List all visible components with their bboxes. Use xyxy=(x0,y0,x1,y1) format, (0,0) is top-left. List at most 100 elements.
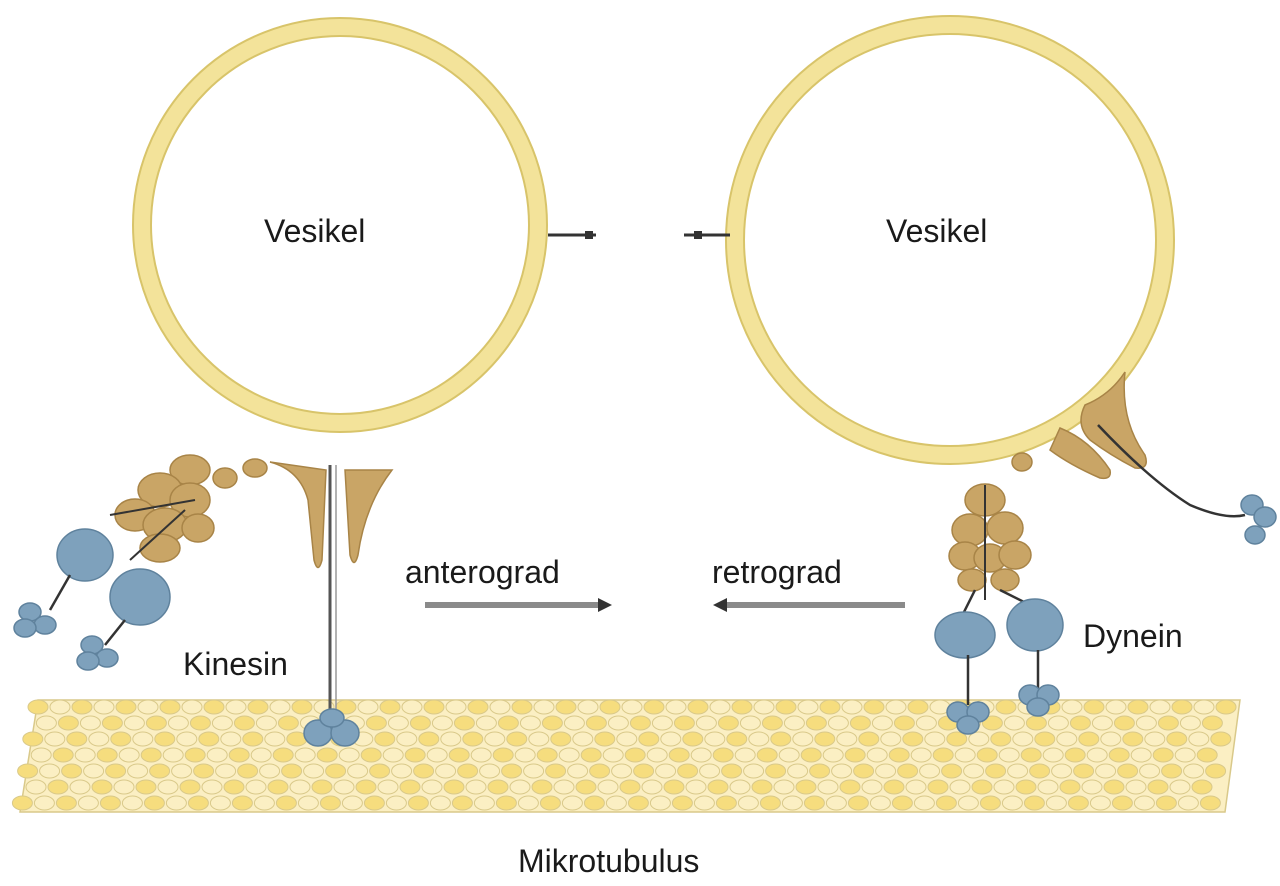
tubulin-subunit xyxy=(325,763,347,779)
tubulin-subunit xyxy=(563,715,585,731)
tubulin-subunit xyxy=(597,779,619,795)
tubulin-subunit xyxy=(1100,731,1122,747)
tubulin-subunit xyxy=(47,779,69,795)
tubulin-subunit xyxy=(594,731,616,747)
tubulin-subunit xyxy=(957,795,979,811)
tubulin-subunit xyxy=(1078,731,1100,747)
tubulin-subunit xyxy=(585,715,607,731)
dynein-motor xyxy=(934,483,1064,735)
tubulin-subunit xyxy=(792,731,814,747)
tubulin-subunit xyxy=(135,779,157,795)
vesicle-right-outline-outer xyxy=(725,15,1175,465)
tubulin-subunit xyxy=(693,795,715,811)
tubulin-subunit xyxy=(57,715,79,731)
tubulin-subunit xyxy=(770,731,792,747)
tubulin-subunit xyxy=(553,779,575,795)
tubulin-subunit xyxy=(473,795,495,811)
tubulin-subunit xyxy=(695,715,717,731)
tubulin-subunit xyxy=(74,747,96,763)
tubulin-subunit xyxy=(404,747,426,763)
tubulin-subunit xyxy=(1139,763,1161,779)
tubulin-subunit xyxy=(245,779,267,795)
tubulin-subunit xyxy=(849,715,871,731)
tubulin-subunit xyxy=(443,779,465,795)
tubulin-subunit xyxy=(429,795,451,811)
tubulin-subunit xyxy=(523,763,545,779)
tubulin-subunit xyxy=(115,699,137,715)
tubulin-subunit xyxy=(77,795,99,811)
tubulin-subunit xyxy=(1042,747,1064,763)
tubulin-subunit xyxy=(511,699,533,715)
tubulin-subunit xyxy=(748,731,770,747)
retrograde-arrow xyxy=(713,598,905,612)
tubulin-subunit xyxy=(179,779,201,795)
tubulin-subunit xyxy=(1064,747,1086,763)
tubulin-subunit xyxy=(426,747,448,763)
tubulin-subunit xyxy=(303,763,325,779)
tubulin-subunit xyxy=(30,747,52,763)
tubulin-subunit xyxy=(519,715,541,731)
tubulin-subunit xyxy=(932,747,954,763)
tubulin-subunit xyxy=(638,731,660,747)
tubulin-subunit xyxy=(154,731,176,747)
tubulin-subunit xyxy=(1081,779,1103,795)
tubulin-subunit xyxy=(651,715,673,731)
tubulin-subunit xyxy=(319,795,341,811)
label-retrograde: retrograd xyxy=(712,554,842,590)
tubulin-subunit xyxy=(737,795,759,811)
tubulin-subunit xyxy=(215,763,237,779)
tubulin-subunit xyxy=(893,715,915,731)
tubulin-subunit xyxy=(201,779,223,795)
tubulin-subunit xyxy=(17,763,39,779)
tubulin-subunit xyxy=(418,731,440,747)
tubulin-subunit xyxy=(316,747,338,763)
tubulin-subunit xyxy=(96,747,118,763)
tubulin-subunit xyxy=(673,715,695,731)
tubulin-subunit xyxy=(765,763,787,779)
tubulin-subunit xyxy=(863,699,885,715)
tubulin-subunit xyxy=(1205,763,1227,779)
tubulin-subunit xyxy=(1113,715,1135,731)
tubulin-subunit xyxy=(289,779,311,795)
tubulin-subunit xyxy=(531,779,553,795)
tubulin-subunit xyxy=(783,715,805,731)
tubulin-subunit xyxy=(1051,763,1073,779)
tubulin-subunit xyxy=(277,715,299,731)
tubulin-subunit xyxy=(1157,715,1179,731)
tubulin-subunit xyxy=(470,747,492,763)
tubulin-subunit xyxy=(685,779,707,795)
tubulin-subunit xyxy=(734,747,756,763)
tubulin-subunit xyxy=(1105,699,1127,715)
tubulin-subunit xyxy=(159,699,181,715)
tubulin-subunit xyxy=(157,779,179,795)
tubulin-subunit xyxy=(448,747,470,763)
tubulin-subunit xyxy=(627,795,649,811)
tubulin-subunit xyxy=(435,763,457,779)
tubulin-subunit xyxy=(1122,731,1144,747)
tubulin-subunit xyxy=(253,795,275,811)
tubulin-subunit xyxy=(1023,795,1045,811)
tubulin-subunit xyxy=(465,779,487,795)
tubulin-subunit xyxy=(541,715,563,731)
tubulin-subunit xyxy=(27,699,49,715)
vesicle-left xyxy=(133,18,547,432)
tubulin-subunit xyxy=(294,747,316,763)
tubulin-subunit xyxy=(231,795,253,811)
tubulin-subunit xyxy=(690,747,712,763)
tubulin-subunit xyxy=(311,779,333,795)
tubulin-subunit xyxy=(457,763,479,779)
tubulin-subunit xyxy=(184,747,206,763)
tubulin-subunit xyxy=(91,779,113,795)
tubulin-subunit xyxy=(101,715,123,731)
tubulin-subunit xyxy=(775,699,797,715)
tubulin-subunit xyxy=(391,763,413,779)
tubulin-subunit xyxy=(915,715,937,731)
tubulin-subunit xyxy=(847,795,869,811)
tubulin-subunit xyxy=(869,795,891,811)
tubulin-subunit xyxy=(237,763,259,779)
tubulin-subunit xyxy=(883,779,905,795)
tubulin-subunit xyxy=(555,699,577,715)
tubulin-subunit xyxy=(377,779,399,795)
